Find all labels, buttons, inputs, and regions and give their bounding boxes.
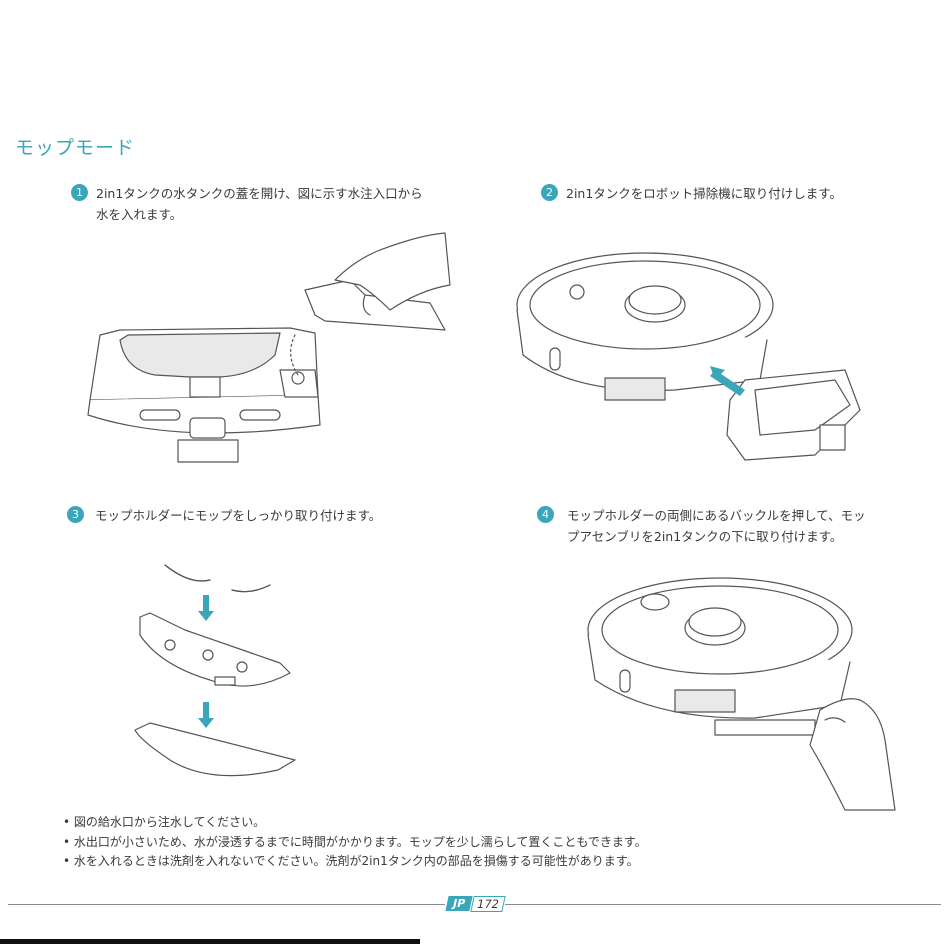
footer-rule-right <box>505 904 941 905</box>
step-1-line-2: 水を入れます。 <box>96 204 423 225</box>
step-number-3: 3 <box>67 506 84 523</box>
note-1: • 図の給水口から注水してください。 <box>63 813 647 833</box>
note-3: • 水を入れるときは洗剤を入れないでください。洗剤が2in1タンク内の部品を損傷… <box>63 852 647 872</box>
illustration-mop-holder <box>130 555 310 785</box>
page-badge: JP 172 <box>447 895 504 912</box>
step-1-line-1: 2in1タンクの水タンクの蓋を開け、図に示す水注入口から <box>96 183 423 204</box>
footer-rule-left <box>8 904 445 905</box>
notes: • 図の給水口から注水してください。 • 水出口が小さいため、水が浸透するまでに… <box>63 813 647 872</box>
illustration-fill-water-tank <box>80 225 460 475</box>
step-4-line-2: プアセンブリを2in1タンクの下に取り付けます。 <box>567 526 866 547</box>
illustration-attach-tank <box>515 250 875 470</box>
bottom-edge-strip <box>0 939 420 944</box>
step-4-line-1: モップホルダーの両側にあるバックルを押して、モッ <box>567 505 866 526</box>
illustration-attach-mop-assembly <box>585 570 905 815</box>
step-3-line-1: モップホルダーにモップをしっかり取り付けます。 <box>95 505 381 526</box>
step-number-2: 2 <box>541 184 558 201</box>
note-2: • 水出口が小さいため、水が浸透するまでに時間がかかります。モップを少し濡らして… <box>63 833 647 853</box>
language-label: JP <box>445 896 472 911</box>
step-number-4: 4 <box>537 506 554 523</box>
step-number-1: 1 <box>71 184 88 201</box>
page-number: 172 <box>470 896 505 912</box>
step-2-line-1: 2in1タンクをロボット掃除機に取り付けします。 <box>566 183 842 204</box>
section-title: モップモード <box>15 133 135 160</box>
